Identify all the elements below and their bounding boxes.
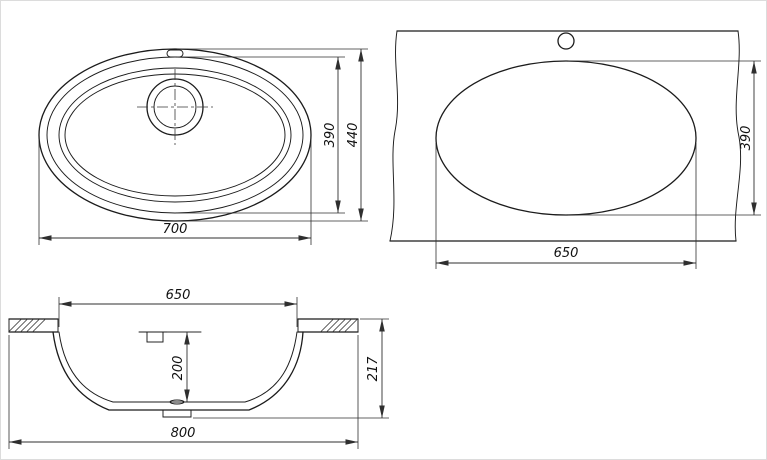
hatch-line	[344, 319, 358, 332]
hatch-line	[332, 319, 346, 332]
faucet-hole-section	[146, 331, 164, 343]
hatch-line	[320, 319, 334, 332]
countertop-section-left	[8, 318, 59, 333]
dim-cutout-width: 650	[435, 143, 697, 269]
hatch-line	[326, 319, 340, 332]
dim-top-width: 700	[38, 140, 312, 245]
bowl-outer-wall	[52, 331, 304, 411]
dim-label-outer-height: 440	[346, 123, 361, 148]
hatch-line	[26, 319, 40, 332]
hatch-line	[32, 319, 46, 332]
dim-section-height: 217	[193, 318, 389, 419]
bowl-inner-wall	[58, 331, 298, 403]
sink-bowl-edge	[58, 67, 292, 203]
break-line-right	[734, 30, 742, 242]
dim-section-depth: 200	[167, 331, 201, 402]
dim-label-cutout-width: 650	[554, 246, 579, 261]
drain	[137, 69, 213, 145]
dim-label-width: 700	[163, 222, 188, 237]
faucet-hole	[557, 32, 575, 50]
top-view: 700 390 440	[38, 48, 368, 245]
dim-label-cutout-height: 390	[739, 126, 754, 151]
dim-cutout-height: 390	[568, 60, 761, 216]
hatch-line	[338, 319, 352, 332]
sink-outer-edge	[38, 48, 312, 222]
dim-top-outer-height: 440	[177, 48, 368, 222]
drain-opening	[169, 399, 185, 405]
drain-outer-circle	[146, 78, 204, 136]
dim-label-section-total-width: 800	[171, 426, 196, 441]
dim-label-section-top-width: 650	[166, 288, 191, 303]
dim-label-section-depth: 200	[171, 356, 186, 381]
dim-section-total-width: 800	[8, 335, 359, 449]
hatch-line	[20, 319, 34, 332]
overflow-hole	[166, 49, 184, 58]
countertop-section-right	[297, 318, 359, 333]
cutout-oval	[435, 60, 697, 216]
drain-fitting	[162, 409, 192, 418]
hatch-line	[8, 319, 22, 332]
section-view: 650 200 217 800	[8, 288, 389, 449]
break-line-left	[389, 30, 399, 242]
hatch-line	[14, 319, 28, 332]
dim-section-top-width: 650	[58, 288, 298, 327]
dim-label-section-height: 217	[366, 356, 381, 382]
dim-label-inner-height: 390	[323, 123, 338, 148]
dim-top-inner-height: 390	[177, 56, 345, 214]
cutout-view: 390 650	[389, 30, 761, 269]
